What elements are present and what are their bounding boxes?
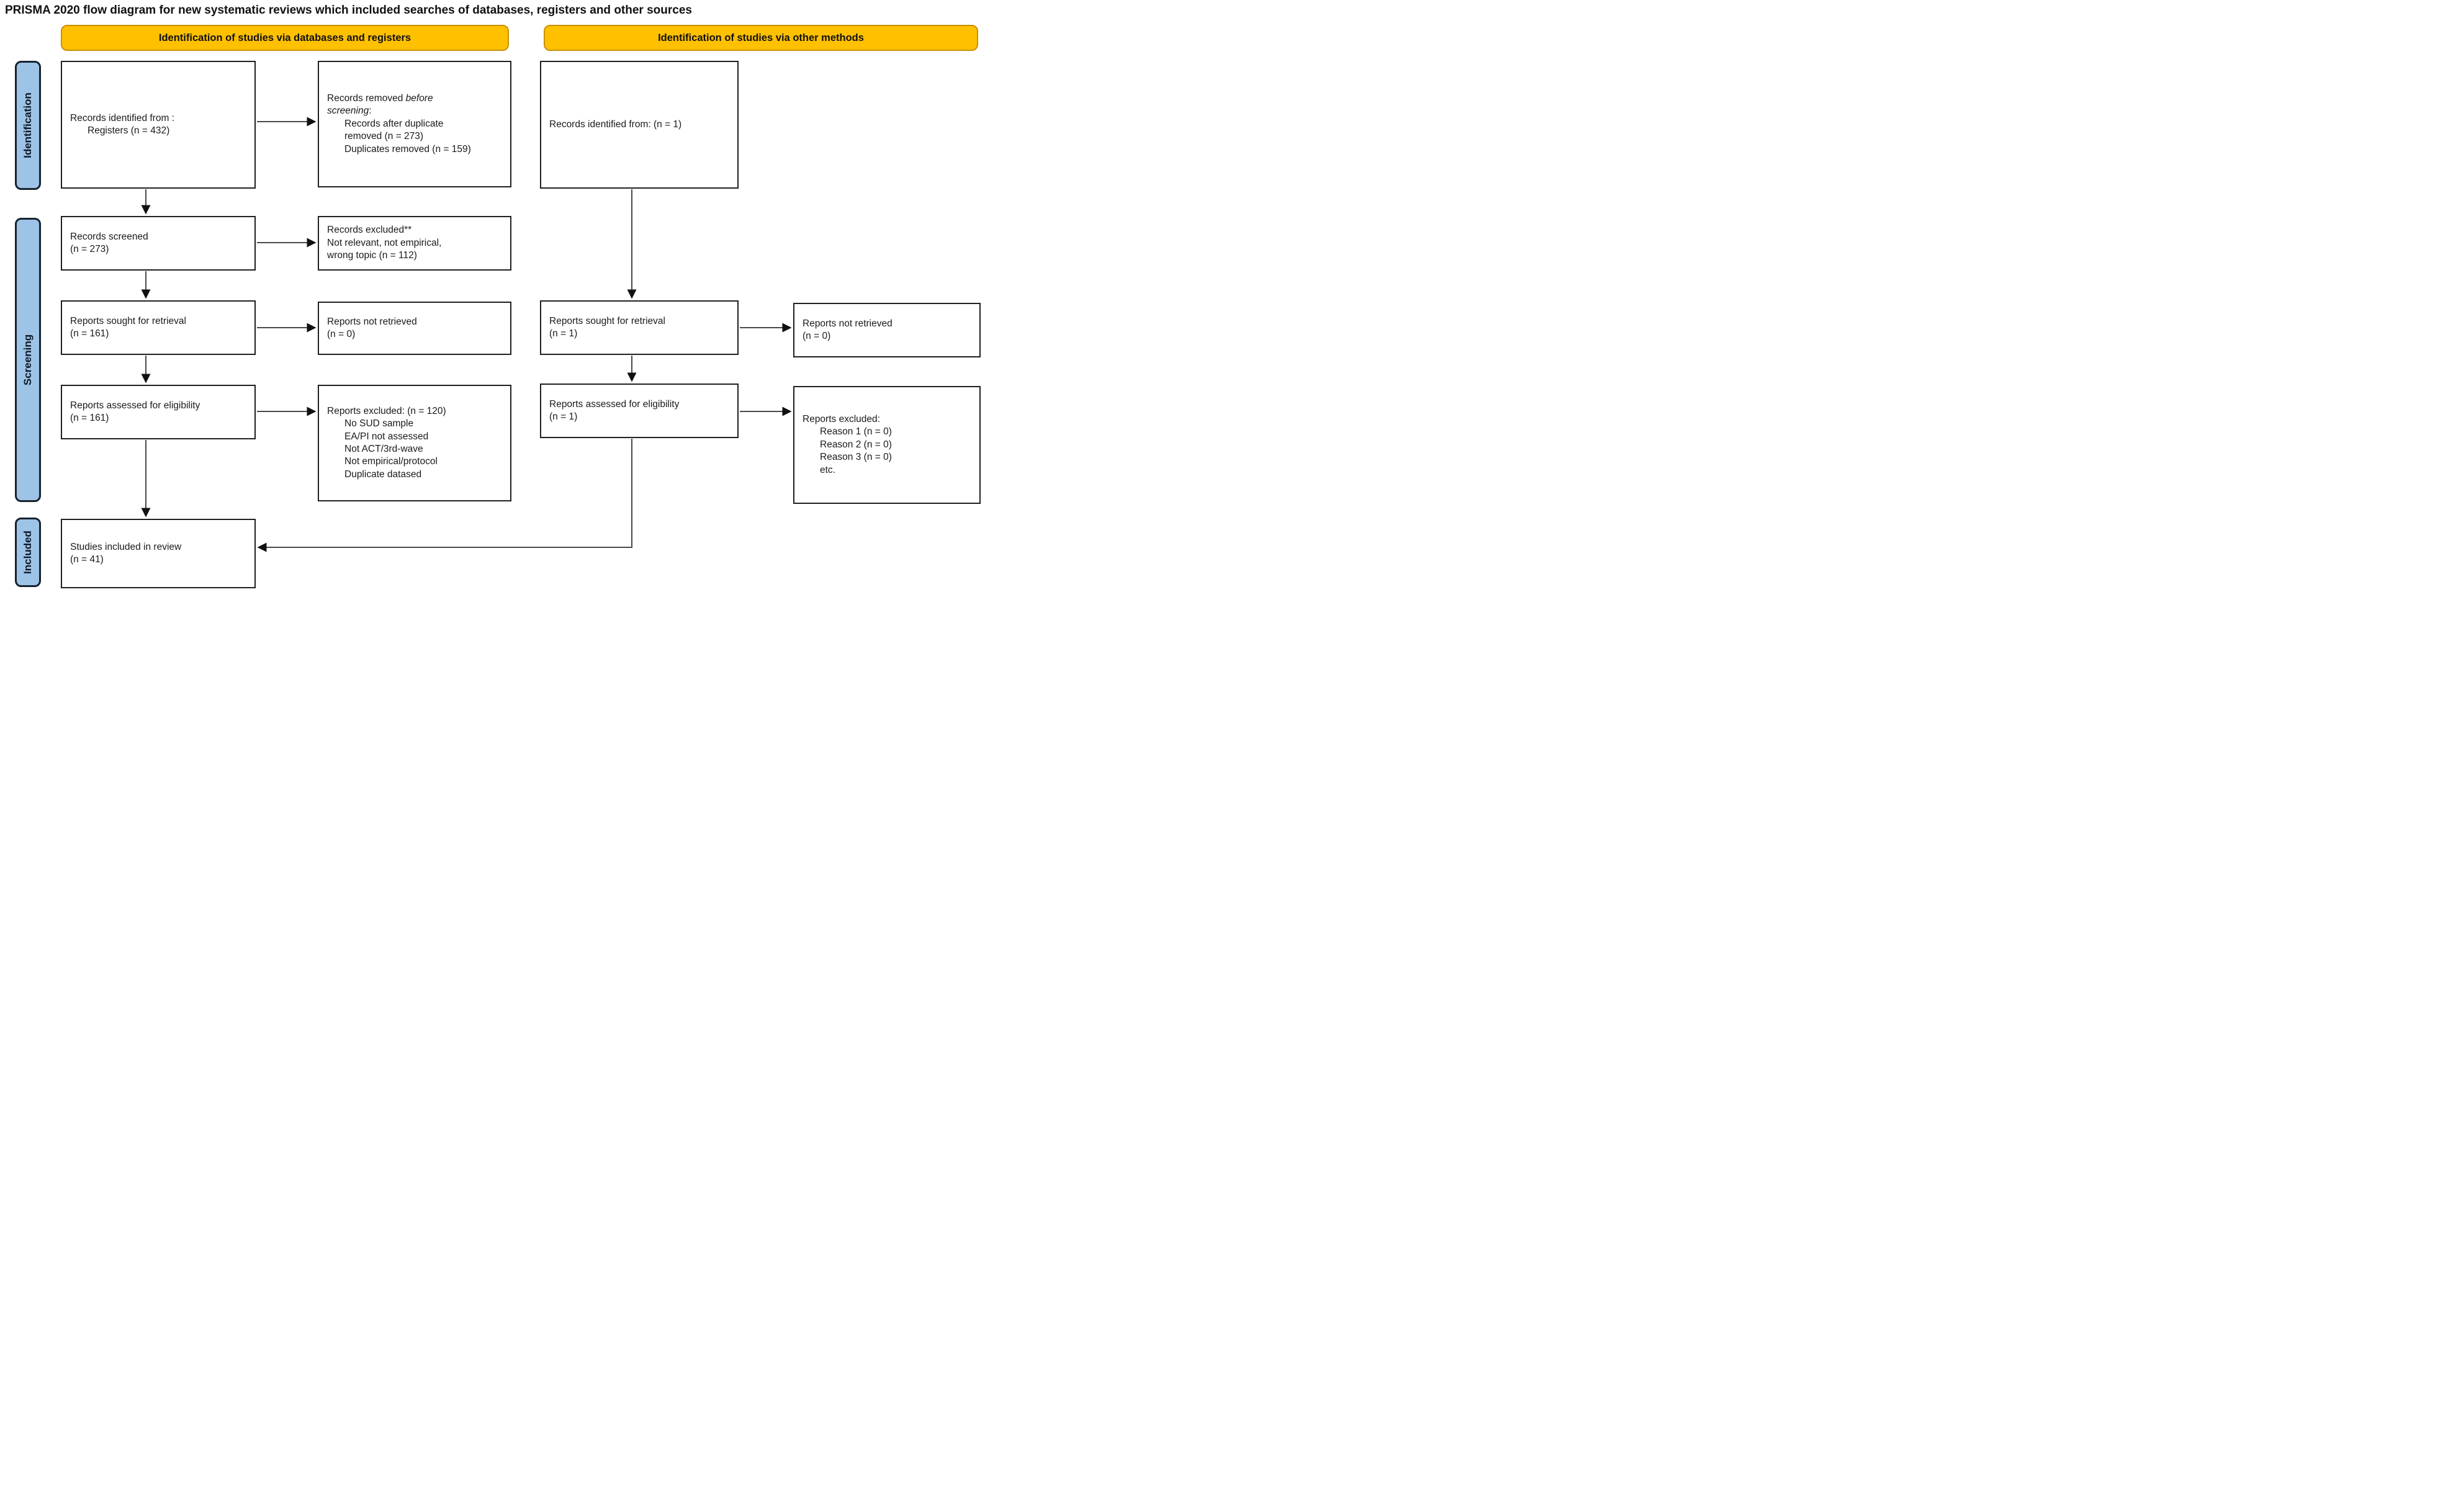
box-reports-sought-other: Reports sought for retrieval (n = 1) (540, 300, 739, 355)
text-line: screening: (327, 105, 505, 117)
text-line: Studies included in review (70, 541, 182, 552)
stage-label: Screening (22, 334, 34, 386)
text-line: Reports not retrieved (803, 318, 893, 329)
box-records-removed-before-screening: Records removed before screening: Record… (318, 61, 511, 187)
box-studies-included: Studies included in review (n = 41) (61, 519, 256, 588)
stage-included: Included (15, 518, 41, 587)
text-line: Reason 3 (n = 0) (820, 452, 892, 463)
text-line: (n = 0) (327, 329, 356, 339)
page-title: PRISMA 2020 flow diagram for new systema… (5, 4, 692, 17)
text-segment: : (369, 105, 372, 117)
box-reports-assessed-other: Reports assessed for eligibility (n = 1) (540, 384, 739, 438)
box-reports-sought-databases: Reports sought for retrieval (n = 161) (61, 300, 256, 355)
text-line: etc. (820, 464, 835, 475)
text-segment: Records removed (327, 92, 406, 104)
box-records-identified-databases: Records identified from : Registers (n =… (61, 61, 256, 189)
banner-label: Identification of studies via other meth… (658, 32, 864, 43)
text-line: Records removed before (327, 92, 505, 105)
text-line: Reason 1 (n = 0) (820, 426, 892, 437)
text-line: Reports sought for retrieval (549, 315, 665, 326)
text-line: Reports assessed for eligibility (549, 398, 680, 410)
text-line: Reports excluded: (n = 120) (327, 405, 446, 416)
text-line: Records identified from : (70, 112, 174, 123)
text-line: (n = 1) (549, 328, 578, 339)
box-reports-not-retrieved-databases: Reports not retrieved (n = 0) (318, 302, 511, 355)
text-line: Reports sought for retrieval (70, 315, 186, 326)
text-line: Not relevant, not empirical, (327, 237, 442, 248)
box-reports-not-retrieved-other: Reports not retrieved (n = 0) (793, 303, 981, 357)
text-line: Records excluded** (327, 225, 412, 236)
text-line: Reports excluded: (803, 413, 880, 424)
box-reports-excluded-other: Reports excluded: Reason 1 (n = 0) Reaso… (793, 386, 981, 504)
text-line: Registers (n = 432) (88, 125, 170, 136)
text-line: Records identified from: (n = 1) (549, 119, 682, 130)
stage-label: Identification (22, 92, 34, 158)
box-reports-assessed-databases: Reports assessed for eligibility (n = 16… (61, 385, 256, 439)
text-line: (n = 41) (70, 554, 104, 565)
banner-databases-registers: Identification of studies via databases … (61, 25, 509, 51)
stage-identification: Identification (15, 61, 41, 190)
box-records-excluded: Records excluded** Not relevant, not emp… (318, 216, 511, 271)
text-line: (n = 1) (549, 411, 578, 422)
prisma-flow-diagram: PRISMA 2020 flow diagram for new systema… (0, 0, 986, 594)
text-line: (n = 161) (70, 328, 109, 339)
stage-label: Included (22, 531, 34, 574)
box-records-identified-other: Records identified from: (n = 1) (540, 61, 739, 189)
text-line: (n = 0) (803, 331, 831, 341)
text-line: Duplicate datased (344, 469, 422, 480)
text-line: (n = 273) (70, 244, 109, 254)
box-records-screened: Records screened (n = 273) (61, 216, 256, 271)
text-line: No SUD sample (344, 418, 414, 429)
text-line: removed (n = 273) (344, 131, 424, 142)
text-line: Records after duplicate (344, 118, 444, 129)
text-line: Reports assessed for eligibility (70, 400, 200, 411)
text-line: Records screened (70, 231, 148, 242)
text-line: Reports not retrieved (327, 316, 417, 327)
text-line: EA/PI not assessed (344, 431, 429, 442)
stage-screening: Screening (15, 218, 41, 502)
box-reports-excluded-databases: Reports excluded: (n = 120) No SUD sampl… (318, 385, 511, 501)
text-line: Reason 2 (n = 0) (820, 439, 892, 450)
text-line: Not ACT/3rd-wave (344, 444, 423, 454)
banner-label: Identification of studies via databases … (158, 32, 411, 43)
text-segment-italic: screening (327, 105, 369, 117)
banner-other-methods: Identification of studies via other meth… (544, 25, 978, 51)
text-segment-italic: before (405, 92, 433, 104)
text-line: Duplicates removed (n = 159) (344, 143, 471, 155)
text-line: wrong topic (n = 112) (327, 250, 417, 261)
text-line: (n = 161) (70, 413, 109, 423)
text-line: Not empirical/protocol (344, 456, 438, 467)
